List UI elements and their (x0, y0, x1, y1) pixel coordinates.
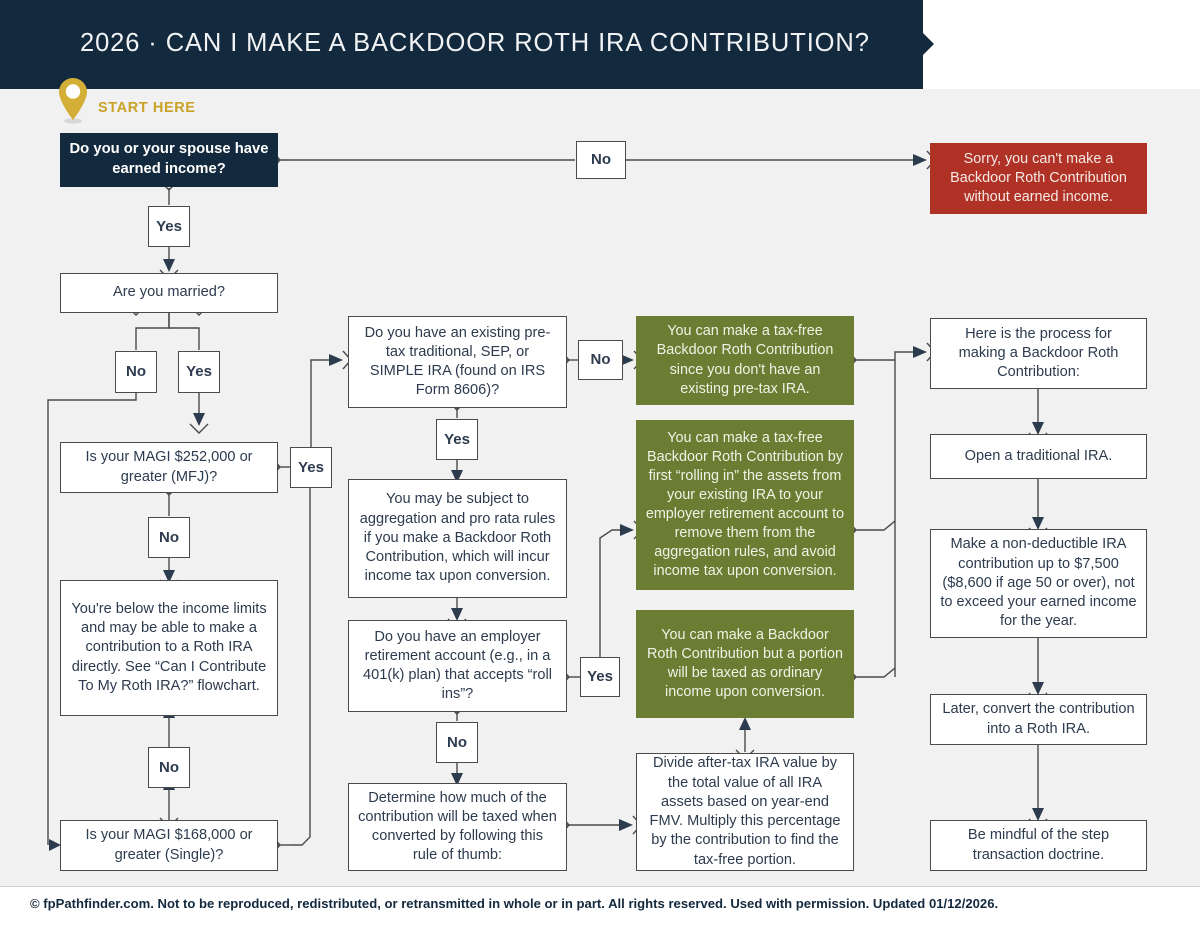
node-aggregation-rules[interactable]: You may be subject to aggregation and pr… (348, 479, 567, 598)
node-magi-mfj[interactable]: Is your MAGI $252,000 or greater (MFJ)? (60, 442, 278, 493)
node-step-transaction-doctrine[interactable]: Be mindful of the step transaction doctr… (930, 820, 1147, 871)
node-magi-single[interactable]: Is your MAGI $168,000 or greater (Single… (60, 820, 278, 871)
node-label: Make a non-deductible IRA contribution u… (940, 536, 1137, 630)
node-nondeductible-contribution[interactable]: Make a non-deductible IRA contribution u… (930, 529, 1147, 638)
label-single-no[interactable]: No (148, 747, 190, 788)
label-magi-yes[interactable]: Yes (290, 447, 332, 488)
connector-label: No (590, 351, 611, 369)
node-label: Determine how much of the contribution w… (358, 789, 557, 864)
connector-label: No (447, 733, 467, 751)
node-green-no-pretax-ira[interactable]: You can make a tax-free Backdoor Roth Co… (636, 316, 854, 405)
connector-label: Yes (156, 217, 182, 235)
connector-label: Yes (298, 458, 324, 476)
node-label: Is your MAGI $168,000 or greater (Single… (85, 827, 253, 863)
node-green-roll-in[interactable]: You can make a tax-free Backdoor Roth Co… (636, 420, 854, 590)
node-open-traditional-ira[interactable]: Open a traditional IRA. (930, 434, 1147, 479)
connector-label: No (159, 528, 179, 546)
label-mfj-no[interactable]: No (148, 517, 190, 558)
label-married-yes[interactable]: Yes (178, 351, 220, 393)
map-pin-icon (57, 76, 89, 124)
footer-band (0, 887, 1200, 927)
node-existing-pretax-ira[interactable]: Do you have an existing pre-tax traditio… (348, 316, 567, 408)
node-employer-plan-rollins[interactable]: Do you have an employer retirement accou… (348, 620, 567, 712)
connector-label: Yes (587, 668, 613, 686)
node-process-intro[interactable]: Here is the process for making a Backdoo… (930, 318, 1147, 389)
node-label: Are you married? (113, 284, 225, 301)
label-married-no[interactable]: No (115, 351, 157, 393)
node-are-you-married[interactable]: Are you married? (60, 273, 278, 313)
node-label: You may be subject to aggregation and pr… (359, 491, 556, 585)
node-convert-to-roth[interactable]: Later, convert the contribution into a R… (930, 694, 1147, 745)
footer-divider (0, 886, 1200, 887)
page-title: 2026 · CAN I MAKE A BACKDOOR ROTH IRA CO… (80, 29, 870, 57)
node-pro-rata-formula[interactable]: Divide after-tax IRA value by the total … (636, 753, 854, 871)
label-pretax-no[interactable]: No (578, 340, 623, 380)
connector-label: Yes (186, 363, 212, 381)
label-yes-earned-income[interactable]: Yes (148, 206, 190, 247)
connector-label: Yes (444, 430, 470, 448)
connector-label: No (126, 363, 146, 381)
node-label: Here is the process for making a Backdoo… (958, 325, 1119, 381)
node-label: Do you have an employer retirement accou… (363, 628, 552, 703)
label-no-earned-income[interactable]: No (576, 141, 626, 179)
node-label: Is your MAGI $252,000 or greater (MFJ)? (85, 449, 253, 485)
node-label: Do you have an existing pre-tax traditio… (364, 324, 551, 399)
node-label: Sorry, you can't make a Backdoor Roth Co… (950, 150, 1127, 205)
node-earned-income[interactable]: Do you or your spouse have earned income… (60, 133, 278, 187)
node-label: Open a traditional IRA. (964, 447, 1113, 464)
header-arrow-icon (923, 33, 934, 55)
node-no-earned-income-result[interactable]: Sorry, you can't make a Backdoor Roth Co… (930, 143, 1147, 214)
node-label: You can make a tax-free Backdoor Roth Co… (656, 323, 834, 397)
node-green-partial-tax[interactable]: You can make a Backdoor Roth Contributio… (636, 610, 854, 718)
node-label: You can make a tax-free Backdoor Roth Co… (645, 429, 845, 580)
connector-label: No (159, 758, 179, 776)
node-label: Do you or your spouse have earned income… (69, 141, 269, 177)
node-label: Later, convert the contribution into a R… (942, 701, 1135, 737)
footer-copyright: © fpPathfinder.com. Not to be reproduced… (30, 896, 999, 911)
label-pretax-yes[interactable]: Yes (436, 419, 478, 460)
start-here-label: START HERE (98, 100, 196, 116)
label-employer-yes[interactable]: Yes (580, 657, 620, 697)
header-bar (0, 0, 923, 89)
node-label: You're below the income limits and may b… (71, 600, 267, 694)
connector-label: No (591, 151, 611, 169)
node-label: Divide after-tax IRA value by the total … (649, 755, 841, 868)
node-label: Be mindful of the step transaction doctr… (967, 827, 1110, 863)
header-white-space (923, 0, 1200, 89)
node-below-income-limits[interactable]: You're below the income limits and may b… (60, 580, 278, 716)
node-rule-of-thumb[interactable]: Determine how much of the contribution w… (348, 783, 567, 871)
label-employer-no[interactable]: No (436, 722, 478, 763)
node-label: You can make a Backdoor Roth Contributio… (647, 626, 843, 701)
